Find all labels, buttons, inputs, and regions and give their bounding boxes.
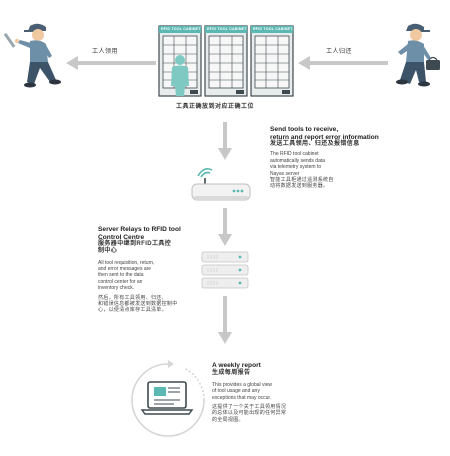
- step1-body-en-1: The RFID tool cabinet: [270, 151, 319, 158]
- label-worker-return: 工人归还: [326, 49, 353, 55]
- server-icon: [201, 251, 249, 289]
- cabinet-label-1: RFID TOOL CABINET: [161, 27, 201, 31]
- step2-title-cn-1: 服务器中继到RFID工具控: [98, 241, 172, 248]
- step1-title-line1: Send tools to receive,: [270, 126, 339, 133]
- step2-body-en-1: All tool requisition, return,: [98, 259, 155, 266]
- step2-title-line2: Control Centre: [98, 233, 145, 241]
- step2-body-en-3: then sent to the data: [98, 272, 144, 279]
- step2-body-cn-3: 心，以便清点库存工具清单。: [98, 307, 167, 314]
- step2-body-cn-2: 和错误信息都被发送到数据控制中: [98, 301, 178, 308]
- cabinet-label-2: RFID TOOL CABINET: [207, 27, 247, 31]
- router-icon: [191, 168, 251, 201]
- step1-title-line2: return and report error information: [270, 133, 379, 141]
- step3-title-cn: 生成每周报告: [212, 369, 251, 376]
- arrow-left: [66, 56, 156, 70]
- arrow-right-to-cabinet: [298, 56, 388, 70]
- step1-body-en-3: via telemetry system to: [270, 164, 322, 171]
- step3-body-en-2: of tool usage and any: [212, 388, 260, 395]
- step1-text: Send tools to receive, return and report…: [270, 126, 448, 190]
- flow-arrow-2: [218, 208, 232, 246]
- worker-right-figure: [396, 23, 440, 87]
- cabinet-graphic: [158, 25, 294, 97]
- step2-title-cn-2: 制中心: [98, 248, 118, 255]
- step3-body-cn-2: 的总体以及可能出现的任何异常: [212, 410, 287, 417]
- step2-body-en-2: and error messages are: [98, 266, 152, 272]
- step2-body-cn-1: 然后，所有工具领用、归还、: [98, 294, 167, 301]
- step2-body-en-5: inventory check.: [98, 285, 135, 292]
- tool-cabinets: RFID TOOL CABINET RFID TOOL CABINET RFID…: [158, 24, 294, 98]
- step3-body-cn-1: 这提供了一个关于工具领用情况: [212, 404, 287, 411]
- step1-body-en-4: Nayax server: [270, 170, 300, 177]
- step1-body-cn-1: 智能工具柜通过遥测系统自: [270, 177, 334, 184]
- worker-left-figure: [3, 23, 61, 88]
- step3-title: A weekly report: [212, 362, 261, 369]
- step1-body-cn-2: 动将数据发送到服务器。: [270, 183, 329, 190]
- step2-text: Server Relays to RFID tool Control Centr…: [98, 226, 208, 314]
- flow-arrow-3: [218, 296, 232, 344]
- step1-title-cn: 发送工具领用、归还及报错信息: [270, 141, 360, 148]
- step1-body-en-2: automatically sends data: [270, 157, 326, 164]
- cabinet-caption: 工具正确放到对应正确工位: [176, 104, 255, 110]
- step3-text: A weekly report 生成每周报告 This provides a g…: [212, 362, 342, 423]
- step2-body-en-4: control center for an: [98, 278, 143, 285]
- label-worker-borrow: 工人领用: [92, 49, 119, 55]
- flow-arrow-1: [218, 122, 232, 160]
- step3-body-en-3: exceptions that may occur.: [212, 394, 272, 401]
- laptop-report-icon: [131, 360, 205, 437]
- step3-body-en-1: This provides a global view: [212, 381, 273, 388]
- cabinet-label-3: RFID TOOL CABINET: [253, 27, 293, 31]
- step3-body-cn-3: 的全局视图。: [212, 416, 244, 423]
- step2-title-line1: Server Relays to RFID tool: [98, 226, 181, 233]
